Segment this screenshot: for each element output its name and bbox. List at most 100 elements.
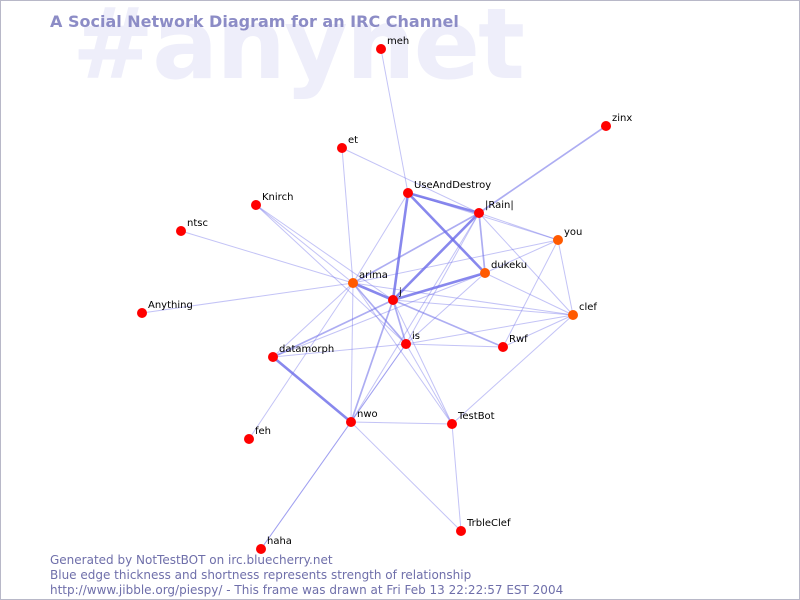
- edge-j-Rwf: [392, 299, 504, 348]
- node-haha: haha: [256, 536, 292, 554]
- diagram-title: A Social Network Diagram for an IRC Chan…: [50, 12, 459, 31]
- edge-dukeku-datamorph: [272, 272, 486, 358]
- node-label-arima: arima: [359, 270, 388, 281]
- node-dot-haha: [256, 544, 266, 554]
- node-dot-UseAndDestroy: [403, 188, 413, 198]
- edge-Rain-nwo: [350, 212, 480, 423]
- node-Anything: Anything: [137, 300, 193, 318]
- edge-you-clef: [557, 239, 574, 316]
- node-arima: arima: [348, 270, 388, 288]
- node-Rain: |Rain|: [474, 200, 514, 218]
- edge-Knirch-arima: [255, 204, 354, 284]
- edge-et-arima: [341, 147, 354, 284]
- edge-UseAndDestroy-dukeku: [407, 192, 486, 274]
- node-meh: meh: [376, 36, 409, 54]
- edge-is-Rwf: [405, 343, 504, 348]
- node-UseAndDestroy: UseAndDestroy: [403, 180, 491, 198]
- node-label-ntsc: ntsc: [187, 218, 208, 229]
- node-dot-is: [401, 339, 411, 349]
- edge-Knirch-is: [255, 204, 407, 345]
- node-dot-TestBot: [447, 419, 457, 429]
- node-Rwf: Rwf: [498, 334, 528, 352]
- node-label-Anything: Anything: [148, 300, 193, 311]
- edge-Rain-dukeku: [478, 212, 486, 274]
- edge-TestBot-TrbleClef: [451, 423, 462, 532]
- node-label-is: is: [412, 331, 420, 342]
- node-dukeku: dukeku: [480, 260, 527, 278]
- edge-Rain-arima: [352, 212, 480, 284]
- footer: Generated by NotTestBOT on irc.bluecherr…: [50, 553, 563, 598]
- edge-meh-UseAndDestroy: [380, 48, 409, 194]
- node-you: you: [553, 227, 582, 245]
- footer-line-legend: Blue edge thickness and shortness repres…: [50, 568, 472, 582]
- edge-j-is: [392, 299, 407, 345]
- edge-Anything-arima: [141, 282, 354, 314]
- edge-dukeku-is: [405, 272, 486, 345]
- node-dot-j: [388, 295, 398, 305]
- node-nwo: nwo: [346, 409, 378, 427]
- node-label-you: you: [564, 227, 582, 238]
- edge-arima-clef: [352, 282, 574, 316]
- node-dot-Rain: [474, 208, 484, 218]
- edge-is-datamorph: [272, 343, 407, 358]
- edge-arima-feh: [248, 282, 354, 440]
- edge-arima-is: [352, 282, 407, 345]
- edge-nwo-haha: [260, 421, 352, 550]
- node-dot-et: [337, 143, 347, 153]
- node-dot-zinx: [601, 121, 611, 131]
- edge-ntsc-arima: [180, 230, 354, 284]
- edge-arima-datamorph: [272, 282, 354, 358]
- node-label-dukeku: dukeku: [491, 260, 527, 271]
- node-label-feh: feh: [255, 426, 271, 437]
- node-dot-Knirch: [251, 200, 261, 210]
- edge-nwo-TrbleClef: [350, 421, 462, 532]
- node-dot-TrbleClef: [456, 526, 466, 536]
- edge-dukeku-clef: [484, 272, 574, 316]
- edge-et-Rain: [341, 147, 480, 214]
- edge-arima-TestBot: [352, 282, 453, 425]
- node-label-datamorph: datamorph: [279, 344, 334, 355]
- edge-dukeku-j: [392, 271, 486, 302]
- node-dot-feh: [244, 434, 254, 444]
- edge-j-nwo: [350, 299, 394, 423]
- edge-TestBot-clef: [451, 314, 574, 425]
- node-dot-dukeku: [480, 268, 490, 278]
- node-dot-clef: [568, 310, 578, 320]
- node-ntsc: ntsc: [176, 218, 208, 236]
- edge-Knirch-j: [255, 204, 394, 301]
- node-label-Knirch: Knirch: [262, 192, 293, 203]
- node-datamorph: datamorph: [268, 344, 334, 362]
- footer-line-generated: Generated by NotTestBOT on irc.bluecherr…: [50, 553, 333, 567]
- edge-Rain-is: [405, 212, 480, 345]
- edge-datamorph-nwo: [272, 356, 352, 423]
- edge-Rain-you: [478, 212, 559, 241]
- node-label-clef: clef: [579, 302, 597, 313]
- edge-is-clef: [405, 314, 574, 345]
- node-label-haha: haha: [267, 536, 292, 547]
- nodes-layer: mehzinxetUseAndDestroyKnirch|Rain|ntscyo…: [137, 36, 632, 554]
- edge-is-haha: [260, 343, 407, 550]
- node-label-zinx: zinx: [612, 113, 632, 124]
- node-label-UseAndDestroy: UseAndDestroy: [414, 180, 491, 191]
- node-label-j: j: [398, 287, 402, 298]
- node-dot-datamorph: [268, 352, 278, 362]
- node-feh: feh: [244, 426, 271, 444]
- node-dot-you: [553, 235, 563, 245]
- edge-UseAndDestroy-j: [391, 192, 410, 301]
- edge-arima-j: [352, 281, 394, 302]
- edge-you-Rwf: [502, 239, 559, 348]
- node-dot-arima: [348, 278, 358, 288]
- node-dot-ntsc: [176, 226, 186, 236]
- edge-arima-nwo: [350, 282, 354, 423]
- node-label-TestBot: TestBot: [457, 411, 495, 422]
- node-label-Rain: |Rain|: [485, 200, 514, 211]
- node-label-Rwf: Rwf: [509, 334, 528, 345]
- node-is: is: [401, 331, 420, 349]
- edge-zinx-Rain: [478, 125, 607, 214]
- edge-UseAndDestroy-Rain: [407, 191, 480, 215]
- edge-j-TestBot: [392, 299, 453, 425]
- edge-you-arima: [352, 239, 559, 284]
- node-dot-Anything: [137, 308, 147, 318]
- edge-UseAndDestroy-arima: [352, 192, 409, 284]
